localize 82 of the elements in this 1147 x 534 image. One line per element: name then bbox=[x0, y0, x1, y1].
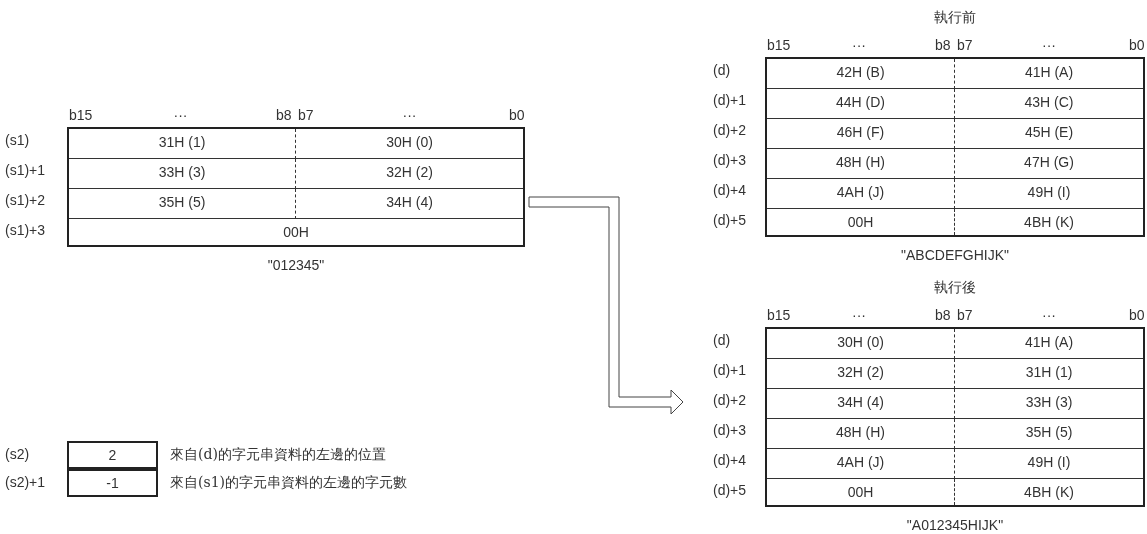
bit-label: b7 bbox=[957, 37, 973, 53]
table-cell-text: 4BH (K) bbox=[1023, 483, 1075, 502]
table-title: 執行前 bbox=[933, 9, 977, 27]
table-cell: 30H (0) bbox=[296, 129, 523, 159]
bit-label: b15 bbox=[767, 37, 791, 53]
table-cell: 31H (1) bbox=[955, 359, 1143, 389]
address-label: (s1)+1 bbox=[5, 162, 46, 178]
address-label: (d)+5 bbox=[713, 212, 747, 228]
table-cell: 00H bbox=[767, 209, 955, 235]
address-label: (d)+2 bbox=[713, 122, 747, 138]
value-box bbox=[67, 441, 158, 469]
bit-label: b15 bbox=[69, 107, 93, 123]
description-text: 來自(s1)的字元串資料的左邊的字元數 bbox=[170, 474, 407, 492]
table-cell: 48H (H) bbox=[767, 419, 955, 449]
table-cell: 49H (I) bbox=[955, 179, 1143, 209]
bit-label: ··· bbox=[852, 307, 866, 323]
value-box bbox=[67, 469, 158, 497]
bit-label: b0 bbox=[1129, 307, 1145, 323]
address-label: (d)+5 bbox=[713, 482, 747, 498]
bit-label: ··· bbox=[1042, 37, 1056, 53]
bit-label: b8 bbox=[276, 107, 292, 123]
address-label: (d)+3 bbox=[713, 152, 747, 168]
bit-label: b0 bbox=[509, 107, 525, 123]
table-cell: 46H (F) bbox=[767, 119, 955, 149]
table-cell: 41H (A) bbox=[955, 329, 1143, 359]
register-table bbox=[765, 57, 1145, 237]
table-cell: 45H (E) bbox=[955, 119, 1143, 149]
table-cell: 44H (D) bbox=[767, 89, 955, 119]
table-cell: 30H (0) bbox=[767, 329, 955, 359]
address-label: (d)+3 bbox=[713, 422, 747, 438]
bit-label: b8 bbox=[935, 307, 951, 323]
address-label: (s1)+2 bbox=[5, 192, 46, 208]
address-label: (d)+1 bbox=[713, 92, 747, 108]
table-cell: 31H (1) bbox=[69, 129, 296, 159]
address-label: (s2)+1 bbox=[5, 474, 46, 490]
bit-label: ··· bbox=[173, 107, 188, 123]
table-cell-text: 4BH (K) bbox=[1023, 213, 1075, 232]
bit-label: b7 bbox=[298, 107, 314, 123]
address-label: (d)+2 bbox=[713, 392, 747, 408]
bit-label: ··· bbox=[852, 37, 866, 53]
table-cell-text: 00H bbox=[282, 223, 310, 242]
address-label: (d)+4 bbox=[713, 452, 747, 468]
table-cell-text: 2 bbox=[107, 446, 118, 465]
table-cell: 33H (3) bbox=[955, 389, 1143, 419]
address-label: (s2) bbox=[5, 446, 30, 462]
table-cell: 35H (5) bbox=[955, 419, 1143, 449]
bit-label: b8 bbox=[935, 37, 951, 53]
address-label: (d) bbox=[713, 62, 731, 78]
address-label: (d)+4 bbox=[713, 182, 747, 198]
bit-label: ··· bbox=[1042, 307, 1056, 323]
table-cell: 00H bbox=[767, 479, 955, 505]
table-cell: 34H (4) bbox=[767, 389, 955, 419]
block-arrow bbox=[528, 196, 684, 415]
table-cell-text: -1 bbox=[105, 474, 120, 493]
table-cell: 35H (5) bbox=[69, 189, 296, 219]
table-cell: 33H (3) bbox=[69, 159, 296, 189]
bit-label: b7 bbox=[957, 307, 973, 323]
table-cell: 4AH (J) bbox=[767, 449, 955, 479]
table-caption: "A012345HIJK" bbox=[905, 517, 1005, 533]
table-cell: 32H (2) bbox=[296, 159, 523, 189]
bit-label: ··· bbox=[402, 107, 417, 123]
bit-label: b0 bbox=[1129, 37, 1145, 53]
table-caption: "ABCDEFGHIJK" bbox=[900, 247, 1010, 263]
description-text: 來自(d)的字元串資料的左邊的位置 bbox=[170, 446, 386, 464]
table-cell: 32H (2) bbox=[767, 359, 955, 389]
address-label: (d) bbox=[713, 332, 731, 348]
table-cell: 43H (C) bbox=[955, 89, 1143, 119]
table-caption: "012345" bbox=[266, 257, 326, 273]
bit-label: b15 bbox=[767, 307, 791, 323]
table-cell: 41H (A) bbox=[955, 59, 1143, 89]
address-label: (d)+1 bbox=[713, 362, 747, 378]
address-label: (s1) bbox=[5, 132, 30, 148]
register-table bbox=[765, 327, 1145, 507]
table-cell: 47H (G) bbox=[955, 149, 1143, 179]
table-cell: 42H (B) bbox=[767, 59, 955, 89]
register-table bbox=[67, 127, 525, 247]
table-cell: 48H (H) bbox=[767, 149, 955, 179]
table-title: 執行後 bbox=[933, 279, 977, 297]
table-cell: 4AH (J) bbox=[767, 179, 955, 209]
table-cell: 49H (I) bbox=[955, 449, 1143, 479]
address-label: (s1)+3 bbox=[5, 222, 46, 238]
table-cell: 34H (4) bbox=[296, 189, 523, 219]
